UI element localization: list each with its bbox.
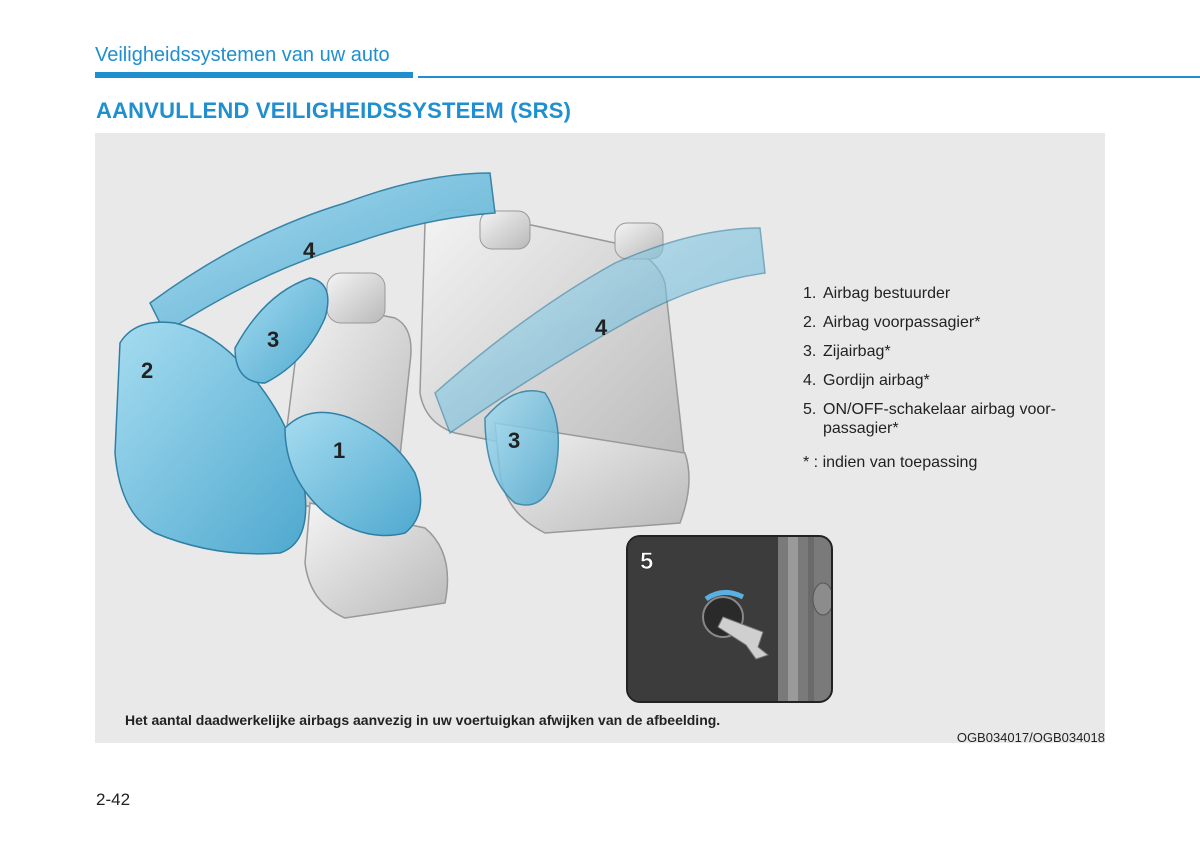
section-heading: AANVULLEND VEILIGHEIDSSYSTEEM (SRS) <box>96 98 572 123</box>
legend-item: 3. Zijairbag* <box>803 343 891 360</box>
callout-5: 5 <box>640 548 653 575</box>
callout-3-front: 3 <box>267 327 279 352</box>
callout-1: 1 <box>333 438 345 463</box>
curtain-airbag-rear <box>434 227 766 435</box>
rotation-arrow <box>704 590 745 602</box>
legend-item: 5. ON/OFF-schakelaar airbag voor- <box>803 401 1056 418</box>
header-accent-bar <box>95 72 413 78</box>
switch-illustration: 5 <box>628 537 831 701</box>
front-headrest <box>326 272 386 324</box>
airbag-illustration: 1 2 3 4 3 4 <box>114 172 766 619</box>
side-airbag-front <box>234 277 329 384</box>
legend-item-continuation: passagier* <box>823 420 899 437</box>
header-rule <box>418 76 1200 78</box>
front-seat-cushion <box>304 502 449 619</box>
chapter-title: Veiligheidssystemen van uw auto <box>95 44 390 66</box>
legend-footnote: * : indien van toepassing <box>803 454 978 471</box>
rear-headrest-left <box>479 210 531 250</box>
legend-item: 1. Airbag bestuurder <box>803 285 951 302</box>
passenger-airbag <box>114 321 307 555</box>
key-blade <box>717 616 770 660</box>
callout-3-rear: 3 <box>508 428 520 453</box>
driver-airbag <box>284 411 422 537</box>
airbag-switch-inset: 5 <box>626 535 833 703</box>
legend-item: 4. Gordijn airbag* <box>803 372 930 389</box>
figure-caption: Het aantal daadwerkelijke airbags aanvez… <box>125 712 721 728</box>
curtain-airbag-front <box>149 172 496 335</box>
callout-4-rear: 4 <box>595 315 608 340</box>
figure-code: OGB034017/OGB034018 <box>956 730 1105 745</box>
airbag-figure: 1 2 3 4 3 4 1. Airbag bestuurder 2. Airb… <box>95 133 1105 745</box>
page-number: 2-42 <box>96 790 131 809</box>
airbag-legend: 1. Airbag bestuurder 2. Airbag voorpassa… <box>803 279 1056 477</box>
legend-item: 2. Airbag voorpassagier* <box>803 314 981 331</box>
side-airbag-rear <box>484 390 560 506</box>
callout-4-front: 4 <box>303 238 316 263</box>
callout-2: 2 <box>141 358 153 383</box>
